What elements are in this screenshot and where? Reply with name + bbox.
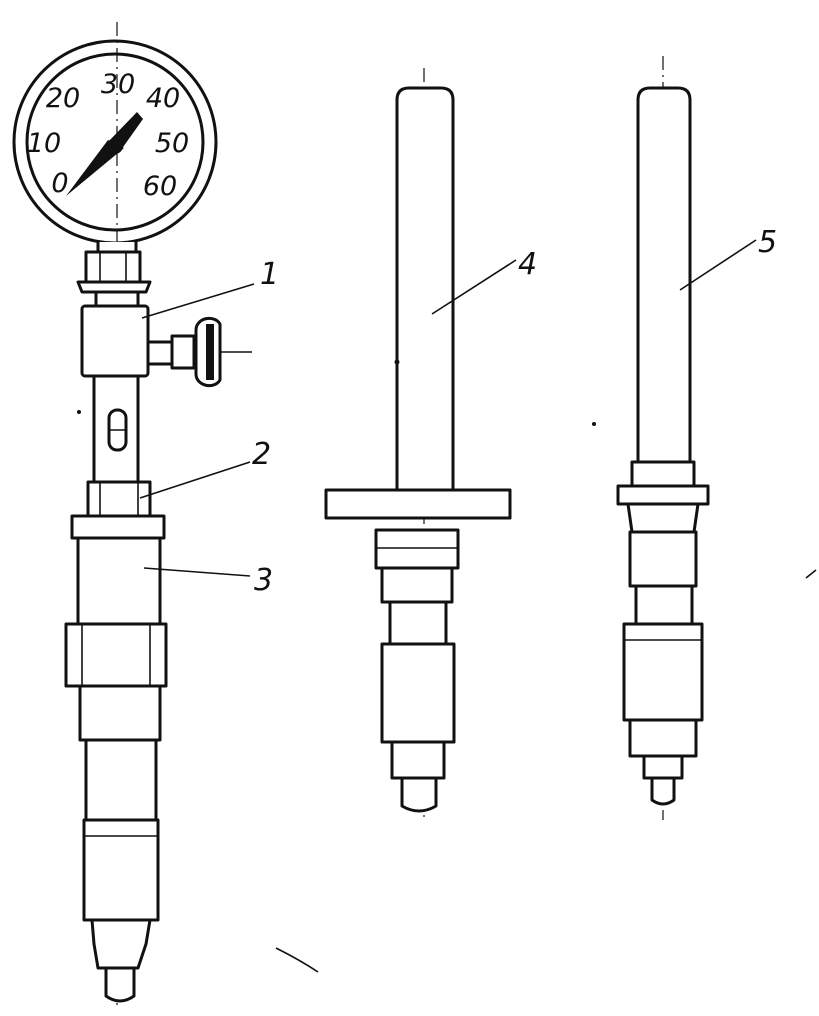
rod-upper-collar bbox=[374, 528, 460, 570]
injector-lower-body bbox=[84, 738, 158, 822]
scan-mark bbox=[805, 569, 817, 579]
rod-5-step bbox=[642, 754, 684, 780]
injector-nozzle-nut bbox=[82, 818, 160, 922]
injector-cap-nut bbox=[64, 622, 168, 688]
callout-1-label: 1 bbox=[260, 257, 279, 292]
gauge-dial-face bbox=[25, 52, 205, 232]
gauge-needle-hub bbox=[107, 138, 123, 154]
dial-label-50: 50 bbox=[155, 128, 189, 159]
rod-middle-collar bbox=[380, 566, 454, 604]
injector-collar bbox=[70, 514, 166, 540]
adapter-nut bbox=[86, 480, 152, 518]
callout-2-label: 2 bbox=[252, 437, 271, 472]
callout-4-label: 4 bbox=[518, 247, 537, 282]
dial-label-20: 20 bbox=[46, 83, 80, 114]
callout-5-leader bbox=[679, 239, 757, 291]
valve-handwheel-grip bbox=[206, 324, 214, 380]
valve-block bbox=[80, 304, 150, 378]
gauge-injector-assembly: 0 10 20 30 40 50 60 bbox=[12, 22, 279, 1010]
callout-3-label: 3 bbox=[254, 563, 273, 598]
dial-label-40: 40 bbox=[146, 83, 180, 114]
rod-tip bbox=[400, 776, 438, 813]
flanged-test-rod: 4 bbox=[324, 68, 537, 820]
valve-side-port bbox=[146, 340, 174, 366]
valve-body bbox=[80, 304, 252, 388]
rod-lower-step bbox=[390, 740, 446, 780]
dial-label-0: 0 bbox=[51, 168, 68, 199]
scan-mark bbox=[77, 410, 81, 414]
nozzle-taper bbox=[90, 918, 152, 970]
rod-body-nut bbox=[380, 642, 456, 744]
gauge-hex-nut bbox=[84, 250, 142, 284]
rod-5-tip bbox=[650, 776, 676, 806]
injector-mid-body bbox=[78, 684, 162, 742]
rod-neck bbox=[388, 600, 448, 646]
rod-5-neck bbox=[634, 584, 694, 626]
rod-5-collar bbox=[630, 460, 696, 488]
callout-1-leader bbox=[141, 283, 255, 319]
dial-label-60: 60 bbox=[143, 171, 177, 202]
pressure-gauge: 0 10 20 30 40 50 60 bbox=[12, 39, 218, 245]
injector-body bbox=[64, 514, 168, 1003]
plain-test-rod: 5 bbox=[616, 56, 777, 820]
valve-side-nut bbox=[170, 334, 196, 370]
rod-5-upper-body bbox=[628, 530, 698, 588]
callout-5-label: 5 bbox=[758, 225, 777, 260]
rod-5-lower-body bbox=[628, 718, 698, 758]
scan-mark bbox=[592, 422, 596, 426]
callout-3-leader bbox=[143, 567, 251, 577]
nozzle-tip bbox=[104, 966, 136, 1003]
rod-5-taper bbox=[626, 502, 700, 534]
callout-2-leader bbox=[139, 461, 251, 499]
gauge-needle-tail bbox=[66, 140, 124, 196]
rod-flange bbox=[324, 488, 512, 520]
dial-label-30: 30 bbox=[101, 69, 135, 100]
rod-5-body-nut bbox=[622, 622, 704, 722]
scan-mark bbox=[275, 947, 319, 973]
connecting-tube bbox=[92, 374, 140, 484]
dial-label-10: 10 bbox=[27, 128, 61, 159]
rod-5-shaft bbox=[636, 86, 692, 464]
gauge-flange bbox=[76, 280, 152, 294]
injector-upper-body bbox=[76, 536, 162, 626]
rod-shaft bbox=[395, 86, 455, 492]
rod-5-flange bbox=[616, 484, 710, 506]
gauge-collar bbox=[94, 290, 140, 308]
callout-4-leader bbox=[431, 259, 517, 315]
